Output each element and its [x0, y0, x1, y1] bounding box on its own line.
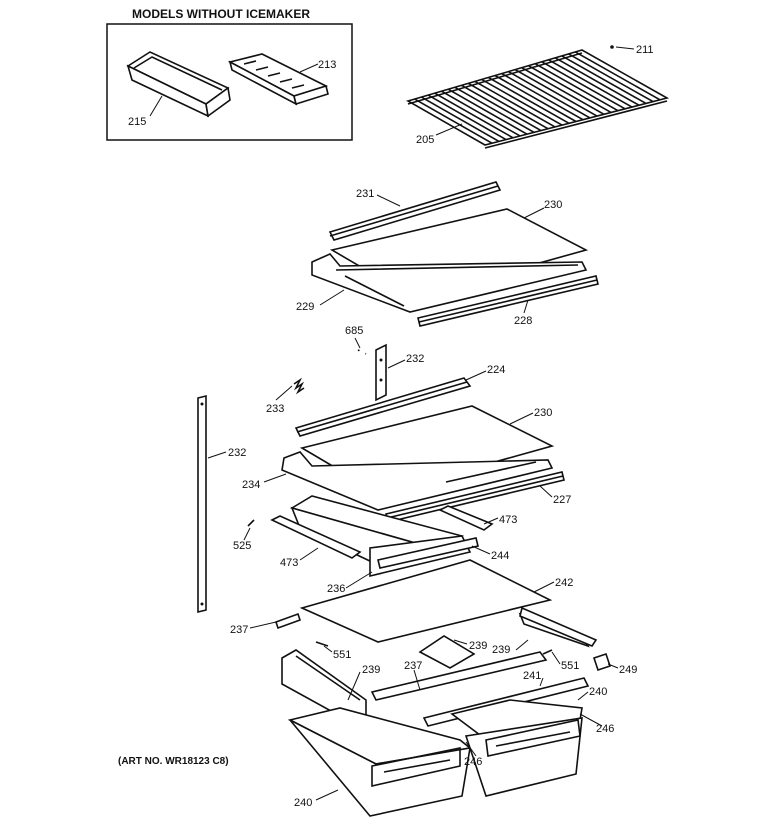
- left-crisper-drawer: [287, 707, 472, 817]
- label-229: 229: [296, 301, 314, 313]
- screw-part: [357, 349, 367, 357]
- label-241: 241: [523, 670, 541, 682]
- label-234: 234: [242, 479, 260, 491]
- shelf-wire: [441, 90, 521, 137]
- shelf-wire: [474, 80, 556, 128]
- label-233: 233: [266, 403, 284, 415]
- ice-bucket-part: [126, 51, 231, 118]
- shelf-wire: [427, 94, 507, 141]
- shelf-wire: [528, 64, 612, 114]
- shelf-wire: [514, 68, 598, 117]
- leader-lines: [149, 46, 635, 801]
- upper-shelf-assembly: [311, 181, 599, 327]
- ice-tray-part: [227, 53, 329, 106]
- label-228: 228: [514, 315, 532, 327]
- meat-pan-assembly: [270, 495, 494, 578]
- label-240-right: 240: [589, 686, 607, 698]
- label-230-upper: 230: [544, 199, 562, 211]
- inset-title: MODELS WITHOUT ICEMAKER: [132, 7, 310, 21]
- label-215: 215: [128, 116, 146, 128]
- label-240-left: 240: [294, 797, 312, 809]
- label-249: 249: [619, 664, 637, 676]
- label-213: 213: [318, 59, 336, 71]
- clip-part: [315, 641, 553, 655]
- label-231: 231: [356, 188, 374, 200]
- middle-shelf-assembly: [281, 377, 565, 523]
- shelf-wire: [548, 59, 633, 108]
- label-244: 244: [491, 550, 509, 562]
- short-rail-part: [375, 343, 387, 402]
- label-224: 224: [487, 364, 505, 376]
- inset-box: MODELS WITHOUT ICEMAKER: [106, 7, 353, 141]
- label-551-right: 551: [561, 660, 579, 672]
- spring-part: [293, 377, 305, 395]
- right-crisper-drawer: [450, 699, 583, 797]
- label-551-left: 551: [333, 649, 351, 661]
- long-rail-part: [197, 394, 207, 614]
- shelf-wire: [420, 96, 500, 143]
- shelf-wire: [534, 63, 619, 112]
- label-205: 205: [416, 134, 434, 146]
- label-525: 525: [233, 540, 251, 552]
- label-230-middle: 230: [534, 407, 552, 419]
- shelf-wire: [414, 98, 493, 144]
- shelf-wire: [554, 57, 640, 106]
- label-232-upper: 232: [406, 353, 424, 365]
- shelf-wire: [561, 55, 647, 105]
- shelf-wire: [574, 51, 661, 101]
- small-screw-part: [247, 513, 261, 527]
- shelf-wire: [447, 88, 528, 135]
- label-236: 236: [327, 583, 345, 595]
- shelf-wire: [467, 82, 549, 130]
- label-239-center: 239: [469, 640, 487, 652]
- shelf-wire: [487, 76, 570, 125]
- label-211: 211: [636, 44, 654, 56]
- label-242: 242: [555, 577, 573, 589]
- label-237-front: 237: [404, 660, 422, 672]
- label-232-side: 232: [228, 447, 246, 459]
- shelf-wire: [481, 78, 563, 126]
- shelf-wire: [461, 84, 542, 132]
- shelf-wire: [494, 74, 577, 123]
- bracket-part: [592, 652, 612, 672]
- label-227: 227: [553, 494, 571, 506]
- shelf-wire: [521, 66, 605, 115]
- label-246-right: 246: [596, 723, 614, 735]
- shelf-wire: [434, 92, 514, 139]
- label-239-left: 239: [362, 664, 380, 676]
- label-473-right: 473: [499, 514, 517, 526]
- label-239-right: 239: [492, 644, 510, 656]
- wire-shelf-part: [405, 49, 670, 149]
- crisper-cover-assembly: [274, 559, 598, 669]
- shelf-wire: [568, 53, 654, 103]
- part-labels: 211 213 215 205 231 230 229 228 685 232 …: [128, 44, 654, 809]
- shelf-wire: [501, 72, 584, 121]
- art-number: (ART NO. WR18123 C8): [118, 756, 229, 767]
- label-237-left: 237: [230, 624, 248, 636]
- shelf-wire: [454, 86, 535, 134]
- label-246-left: 246: [464, 756, 482, 768]
- shelf-wire: [507, 70, 591, 119]
- shelf-clip-part: [607, 43, 617, 51]
- label-473-left: 473: [280, 557, 298, 569]
- label-685: 685: [345, 325, 363, 337]
- shelf-wire: [541, 61, 626, 110]
